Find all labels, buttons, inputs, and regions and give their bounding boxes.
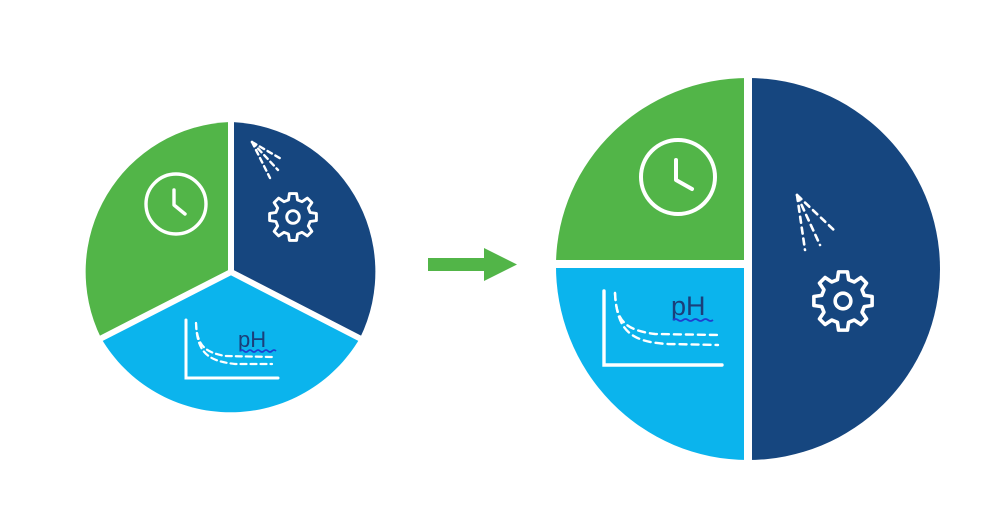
after-dividers	[550, 72, 752, 466]
spray-nozzle-icon	[250, 140, 285, 180]
spray-nozzle-icon	[795, 193, 838, 252]
before-pie: pH	[85, 118, 376, 413]
ph-label: pH	[671, 291, 706, 321]
ph-underline	[239, 349, 277, 353]
ph-label: pH	[238, 327, 266, 352]
after-operation-segment	[748, 78, 940, 460]
titration-curve-icon	[184, 318, 280, 380]
after-time-segment	[556, 77, 748, 263]
before-dividers	[94, 118, 367, 344]
titration-curve-icon	[602, 289, 724, 367]
after-chemistry-segment	[555, 263, 748, 460]
right-arrow-icon	[428, 248, 517, 281]
before-operation-segment	[231, 122, 376, 338]
clock-icon	[144, 172, 208, 236]
clock-icon	[639, 138, 717, 216]
after-pie: pH	[550, 72, 940, 466]
ph-underline	[672, 318, 714, 322]
